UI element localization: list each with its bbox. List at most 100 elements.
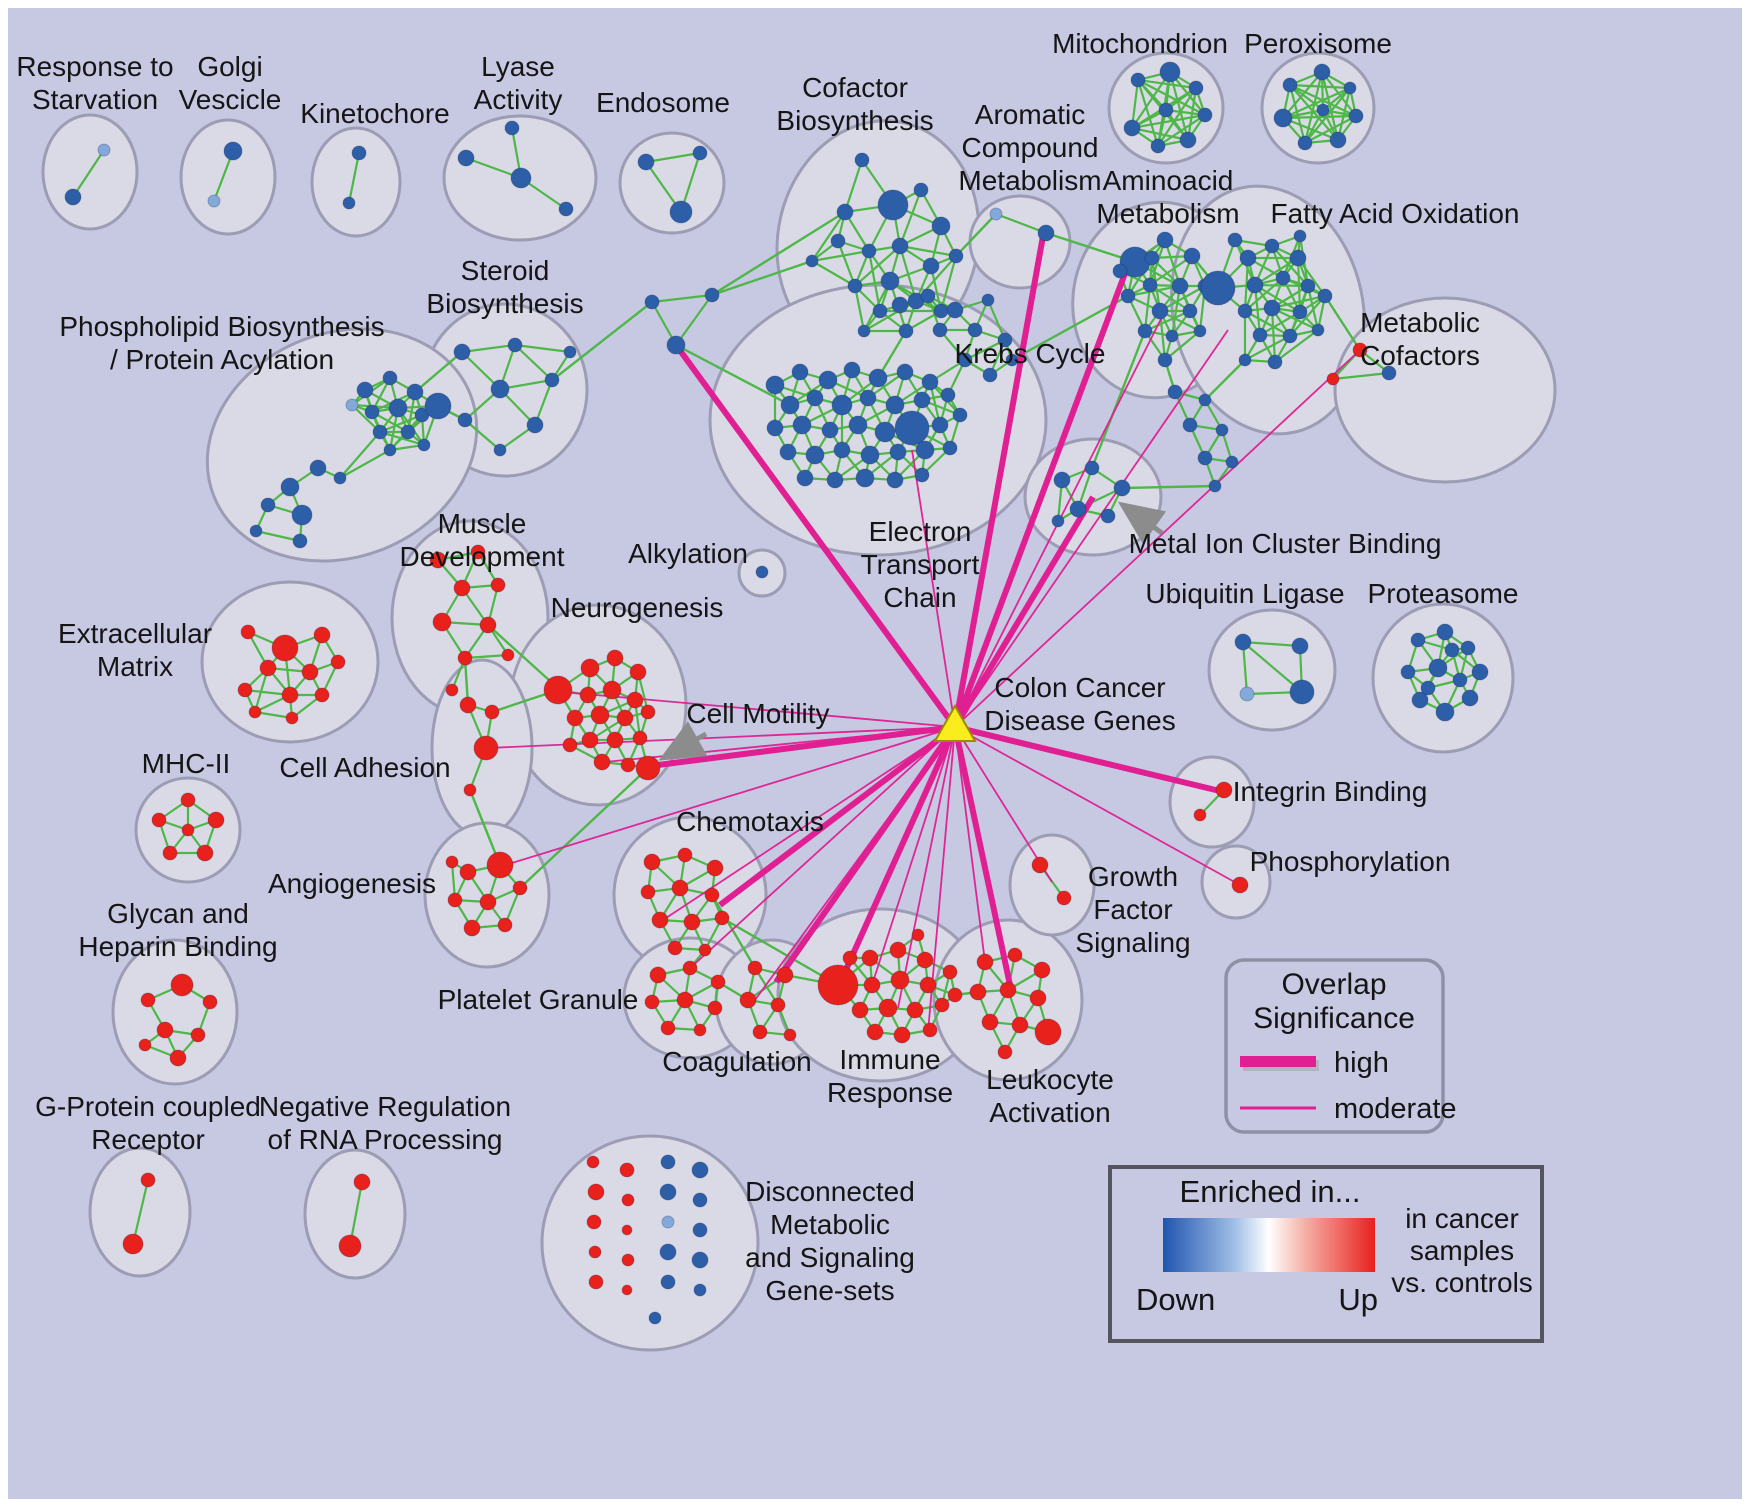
node-g-protein-coupled-receptor-1[interactable] — [122, 1233, 144, 1255]
node-disconnected-gene-sets-8[interactable] — [621, 1253, 635, 1267]
node-extracellular-matrix-6[interactable] — [237, 682, 253, 698]
node-integrin-binding-1[interactable] — [1215, 781, 1233, 799]
node-metabolic-cofactors-1[interactable] — [1326, 372, 1340, 386]
node-electron-transport-chain-13[interactable] — [940, 387, 956, 403]
node-leukocyte-activation-7[interactable] — [1011, 1016, 1029, 1034]
node-neurogenesis-10[interactable] — [640, 704, 656, 720]
node-phospholipid-biosynthesis-9[interactable] — [345, 398, 359, 412]
node-ubiquitin-ligase-0[interactable] — [1234, 633, 1252, 651]
node-golgi-vescicle-1[interactable] — [207, 194, 221, 208]
node-platelet-granule-3[interactable] — [644, 994, 660, 1010]
node-neurogenesis-7[interactable] — [566, 709, 584, 727]
node-phospholipid-biosynthesis-8[interactable] — [424, 392, 452, 420]
node-phospholipid-biosynthesis-12[interactable] — [309, 459, 327, 477]
node-cell-adhesion-1[interactable] — [484, 704, 500, 720]
node-disconnected-gene-sets-13[interactable] — [659, 1243, 677, 1261]
node-electron-transport-chain-6[interactable] — [921, 373, 939, 391]
node-immune-response-14[interactable] — [922, 1022, 938, 1038]
node-electron-transport-chain-33[interactable] — [952, 407, 968, 423]
node-phospholipid-biosynthesis-15[interactable] — [260, 497, 276, 513]
node-electron-transport-chain-2[interactable] — [818, 370, 838, 390]
node-electron-transport-chain-29[interactable] — [826, 471, 844, 489]
node-angiogenesis-4[interactable] — [479, 893, 497, 911]
node-electron-transport-chain-8[interactable] — [806, 389, 824, 407]
node-proteasome-8[interactable] — [1428, 658, 1448, 678]
node-glycan-heparin-binding-4[interactable] — [190, 1027, 206, 1043]
node-angiogenesis-5[interactable] — [463, 919, 481, 937]
node-immune-response-3[interactable] — [916, 951, 934, 969]
node-electron-transport-chain-3[interactable] — [843, 361, 861, 379]
node-response-to-starvation-0[interactable] — [64, 188, 82, 206]
node-fatty-acid-oxidation-11[interactable] — [1252, 327, 1268, 343]
node-electron-transport-chain-43[interactable] — [1005, 353, 1019, 367]
node-disconnected-gene-sets-10[interactable] — [660, 1154, 676, 1170]
node-metabolic-tail-5[interactable] — [1225, 455, 1239, 469]
node-disconnected-gene-sets-19[interactable] — [693, 1283, 707, 1297]
node-cofactor-biosynthesis-13[interactable] — [933, 303, 949, 319]
node-cofactor-biosynthesis-16[interactable] — [805, 254, 819, 268]
node-aminoacid-metabolism-2[interactable] — [1183, 247, 1201, 265]
node-glycan-heparin-binding-0[interactable] — [170, 973, 194, 997]
node-electron-transport-chain-9[interactable] — [831, 394, 853, 416]
node-lyase-activity-0[interactable] — [457, 149, 475, 167]
node-metabolic-tail-1[interactable] — [1198, 393, 1212, 407]
node-phospholipid-biosynthesis-14[interactable] — [291, 504, 313, 526]
node-leukocyte-activation-6[interactable] — [981, 1013, 999, 1031]
node-negative-regulation-rna-processing-1[interactable] — [338, 1234, 362, 1258]
node-steroid-biosynthesis-6[interactable] — [493, 443, 507, 457]
node-proteasome-10[interactable] — [1420, 680, 1436, 696]
node-aromatic-compound-metabolism-1[interactable] — [1037, 224, 1055, 242]
node-coagulation-5[interactable] — [783, 1028, 797, 1042]
node-proteasome-4[interactable] — [1461, 689, 1479, 707]
node-phospholipid-biosynthesis-17[interactable] — [333, 471, 347, 485]
node-response-to-starvation-1[interactable] — [97, 143, 111, 157]
node-proteasome-2[interactable] — [1460, 640, 1476, 656]
node-cofactor-biosynthesis-10[interactable] — [847, 278, 863, 294]
node-metal-ion-cluster-binding-3[interactable] — [1069, 500, 1087, 518]
node-cofactor-biosynthesis-12[interactable] — [872, 303, 888, 319]
node-fatty-acid-oxidation-4[interactable] — [1246, 276, 1264, 294]
node-fatty-acid-oxidation-13[interactable] — [1311, 323, 1325, 337]
node-disconnected-gene-sets-11[interactable] — [659, 1183, 677, 1201]
node-chemotaxis-6[interactable] — [651, 911, 669, 929]
node-cofactor-biosynthesis-1[interactable] — [877, 189, 909, 221]
node-aminoacid-metabolism-4[interactable] — [1171, 277, 1189, 295]
node-bridge-nodes-1[interactable] — [666, 335, 686, 355]
node-chemotaxis-0[interactable] — [643, 853, 661, 871]
node-disconnected-gene-sets-3[interactable] — [588, 1245, 602, 1259]
node-peroxisome-5[interactable] — [1297, 135, 1313, 151]
node-chemotaxis-1[interactable] — [677, 847, 693, 863]
node-leukocyte-activation-0[interactable] — [976, 953, 994, 971]
node-proteasome-5[interactable] — [1435, 702, 1455, 722]
node-lyase-activity-3[interactable] — [558, 201, 574, 217]
node-immune-response-11[interactable] — [934, 997, 950, 1013]
node-electron-transport-chain-25[interactable] — [889, 443, 907, 461]
node-disconnected-gene-sets-5[interactable] — [619, 1162, 635, 1178]
node-electron-transport-chain-16[interactable] — [821, 421, 839, 439]
node-neurogenesis-6[interactable] — [626, 691, 644, 709]
node-coagulation-1[interactable] — [776, 966, 794, 984]
node-electron-transport-chain-11[interactable] — [885, 395, 905, 415]
node-electron-transport-chain-19[interactable] — [894, 410, 930, 446]
node-integrin-binding-0[interactable] — [1193, 808, 1207, 822]
node-disconnected-gene-sets-12[interactable] — [661, 1215, 675, 1229]
node-fatty-acid-oxidation-14[interactable] — [1238, 353, 1252, 367]
node-metal-ion-cluster-binding-5[interactable] — [1051, 514, 1065, 528]
node-muscle-development-3[interactable] — [490, 577, 506, 593]
node-disconnected-gene-sets-6[interactable] — [621, 1193, 635, 1207]
node-neurogenesis-14[interactable] — [593, 753, 611, 771]
node-neurogenesis-13[interactable] — [632, 730, 648, 746]
node-mhc-ii-4[interactable] — [151, 812, 167, 828]
node-neurogenesis-12[interactable] — [606, 731, 624, 749]
node-glycan-heparin-binding-5[interactable] — [169, 1049, 187, 1067]
node-mitochondrion-1[interactable] — [1159, 61, 1181, 83]
node-neurogenesis-9[interactable] — [616, 709, 634, 727]
node-cofactor-biosynthesis-14[interactable] — [898, 323, 914, 339]
node-glycan-heparin-binding-1[interactable] — [140, 992, 156, 1008]
node-neurogenesis-4[interactable] — [579, 686, 597, 704]
node-chemotaxis-5[interactable] — [704, 887, 720, 903]
node-peroxisome-6[interactable] — [1273, 108, 1293, 128]
node-mhc-ii-2[interactable] — [196, 844, 214, 862]
node-platelet-granule-4[interactable] — [676, 991, 694, 1009]
node-cofactor-biosynthesis-7[interactable] — [922, 257, 940, 275]
